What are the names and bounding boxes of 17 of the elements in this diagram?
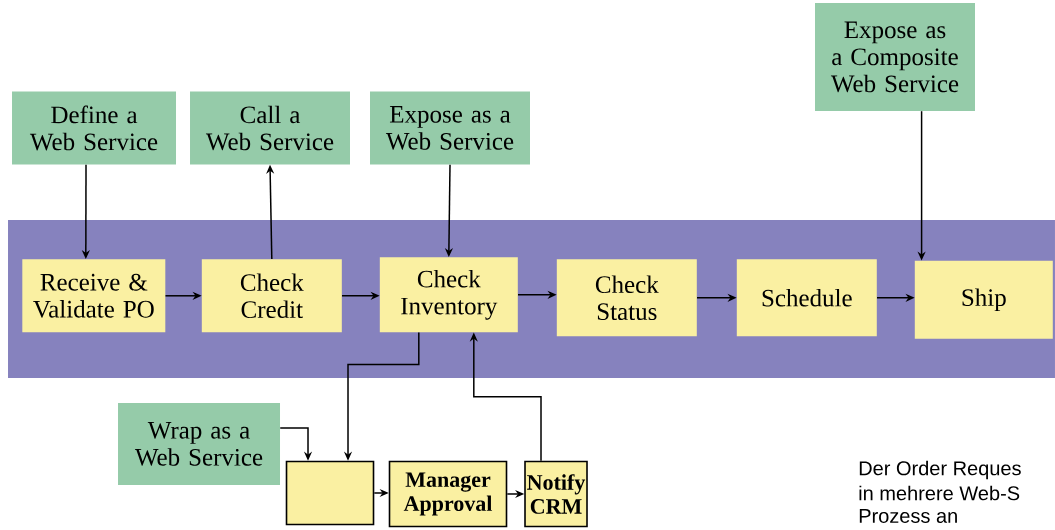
service-box: Expose as a Composite Web Service (815, 3, 975, 111)
process-box (285, 460, 375, 526)
process-box: Check Credit (201, 259, 342, 333)
process-box: Ship (914, 260, 1053, 339)
process-box: Manager Approval (388, 460, 508, 528)
process-box: Check Inventory (379, 257, 518, 333)
process-box: Check Status (556, 259, 697, 337)
service-box: Call a Web Service (190, 91, 350, 165)
caption-text: Der Order Reques (859, 460, 1021, 480)
process-box: Receive & Validate PO (22, 259, 166, 333)
service-box: Wrap as a Web Service (118, 403, 280, 485)
caption-text: Prozess an (859, 509, 957, 523)
service-box: Expose as a Web Service (370, 91, 530, 165)
process-box: Schedule (736, 259, 877, 337)
service-box: Define a Web Service (12, 91, 176, 165)
caption-text: in mehrere Web-S (859, 485, 1020, 501)
process-box: Notify CRM (524, 460, 588, 528)
